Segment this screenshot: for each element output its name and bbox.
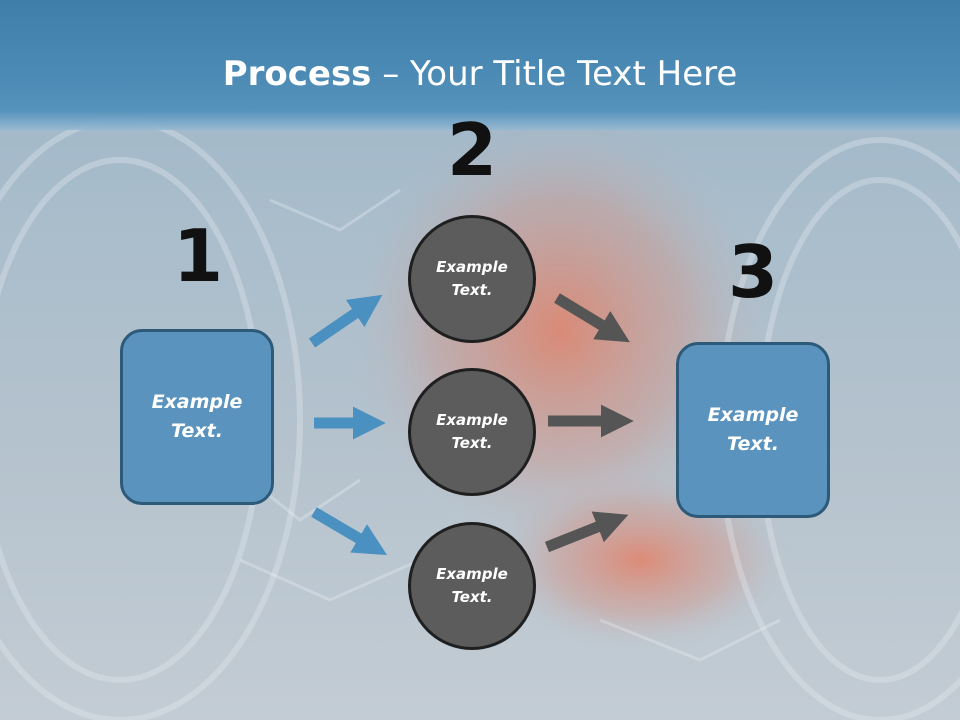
arrow-blue-down-icon [311, 507, 388, 556]
circle-top-text: Example Text. [436, 258, 508, 299]
left-process-box: Example Text. [120, 329, 274, 505]
step-number-2: 2 [446, 108, 498, 192]
title-bold: Process [222, 54, 372, 94]
arrow-blue-up-icon [308, 294, 383, 348]
circle-bottom-text: Example Text. [436, 565, 508, 606]
circle-middle-text: Example Text. [436, 411, 508, 452]
right-process-box: Example Text. [676, 342, 830, 518]
process-circle-top: Example Text. [408, 215, 536, 343]
title-rest: – Your Title Text Here [371, 54, 738, 94]
left-box-text: Example Text. [151, 391, 243, 442]
step-number-3: 3 [727, 230, 779, 314]
arrow-gray-down-icon [554, 293, 630, 343]
step-number-1: 1 [172, 214, 224, 298]
right-box-text: Example Text. [707, 404, 799, 455]
slide-title: Process – Your Title Text Here [0, 52, 960, 96]
process-circle-bottom: Example Text. [408, 522, 536, 650]
title-bar [0, 0, 960, 130]
process-circle-middle: Example Text. [408, 368, 536, 496]
arrow-gray-up-icon [544, 511, 629, 553]
